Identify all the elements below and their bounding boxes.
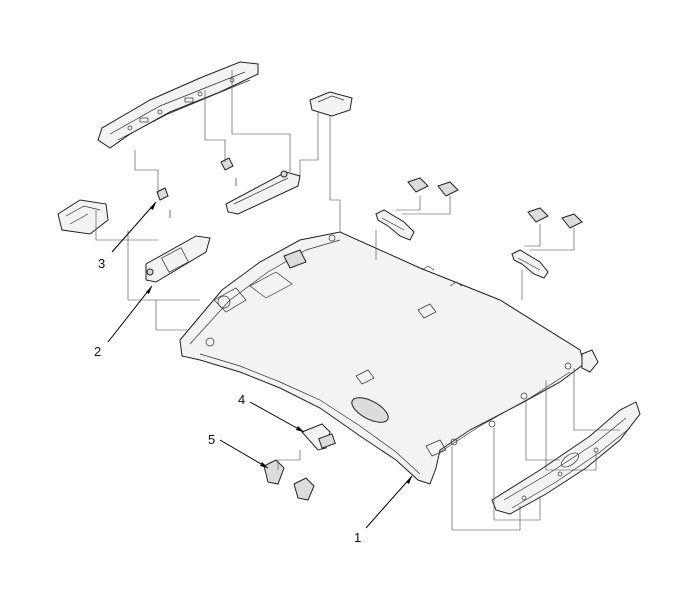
retaining-clips — [263, 459, 315, 501]
callout-arrows — [107, 201, 413, 529]
lamp-connector — [301, 423, 336, 451]
assist-handle-front — [375, 209, 415, 241]
sunvisor-clip-upper — [220, 157, 237, 186]
handle-brackets — [407, 177, 583, 229]
sunvisor-left — [145, 235, 211, 283]
sunvisor-retainer-clip — [156, 187, 171, 218]
callout-2: 2 — [94, 344, 101, 359]
assist-handle-rear — [511, 249, 549, 279]
sunvisor-right — [225, 170, 301, 215]
roof-bracket-top — [309, 91, 353, 117]
rear-roof-rail — [491, 401, 641, 515]
callout-1: 1 — [354, 530, 361, 545]
front-roof-rail — [97, 61, 259, 149]
callout-4: 4 — [238, 392, 245, 407]
headliner-panel — [179, 231, 599, 485]
leader-lines — [95, 70, 620, 531]
left-side-bracket — [57, 199, 109, 235]
callout-5: 5 — [208, 432, 215, 447]
callout-3: 3 — [98, 256, 105, 271]
